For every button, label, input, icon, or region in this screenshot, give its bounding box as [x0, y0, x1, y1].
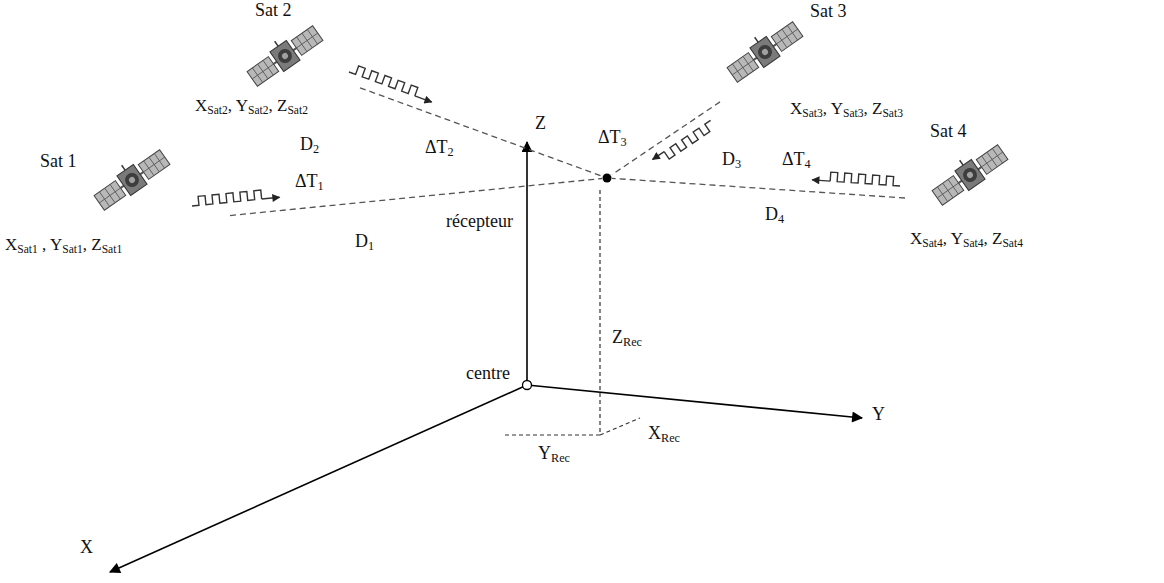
satellite-icon: [89, 142, 172, 212]
receiver-point: récepteur: [602, 173, 612, 183]
axis-name: Y: [872, 405, 885, 425]
delay-label: ΔT4: [782, 150, 811, 172]
satellite-coordinates: XSat4, YSat4, ZSat4: [910, 230, 1023, 251]
centre-label: centre: [466, 364, 510, 384]
satellite-icon: [722, 14, 805, 84]
coordinate-label: ZRec: [612, 328, 642, 350]
y-axis: [527, 385, 862, 418]
z-axis: [526, 142, 528, 385]
satellite-icon: [927, 137, 1010, 207]
distance-line: [612, 102, 720, 175]
projection-line: [505, 190, 600, 435]
satellite-name: Sat 3: [810, 2, 847, 22]
receiver-dot: [602, 173, 612, 183]
satellite: Sat 3 XSat3, YSat3, ZSat3: [720, 0, 980, 124]
satellite-coordinates: XSat1 , YSat1, ZSat1: [5, 236, 122, 257]
distance-line: [230, 178, 602, 215]
delay-label: ΔT2: [425, 138, 454, 160]
signal-wave: [191, 188, 279, 206]
coordinate-label: XRec: [648, 424, 680, 446]
axis-name: X: [80, 538, 93, 558]
distance-label: D3: [722, 150, 741, 172]
earth-outline: [386, 169, 697, 582]
satellite-name: Sat 2: [255, 1, 292, 21]
satellite-icon: [242, 18, 325, 88]
signal-wave: [349, 64, 435, 103]
projection-line: [600, 418, 640, 435]
delay-label: ΔT1: [295, 172, 324, 194]
receiver-dot: [603, 174, 612, 183]
satellite: Sat 2 XSat2, YSat2, ZSat2: [195, 0, 360, 121]
distance-line: [360, 88, 602, 176]
delay-label: ΔT3: [598, 128, 627, 150]
satellite: Sat 1 XSat1 , YSat1, ZSat1: [5, 140, 230, 265]
centre-point: [523, 381, 532, 390]
distance-label: D2: [300, 135, 319, 157]
satellite-name: Sat 1: [40, 152, 77, 172]
earth-globe: centre récepteur: [384, 167, 698, 583]
distance-label: D4: [765, 205, 784, 227]
satellite-name: Sat 4: [930, 122, 967, 142]
earth-outline: [384, 167, 698, 583]
x-axis: [110, 385, 527, 572]
distance-line: [612, 178, 905, 198]
coordinate-label: YRec: [538, 444, 570, 466]
signal-wave: [653, 120, 716, 167]
axis-name: Z: [535, 114, 546, 134]
receiver-label: récepteur: [446, 212, 513, 232]
satellite-coordinates: XSat3, YSat3, ZSat3: [790, 100, 903, 121]
satellite-coordinates: XSat2, YSat2, ZSat2: [195, 97, 308, 118]
signal-wave: [812, 171, 900, 186]
satellite: Sat 4 XSat4, YSat4, ZSat4: [905, 122, 1160, 254]
distance-label: D1: [355, 232, 374, 254]
